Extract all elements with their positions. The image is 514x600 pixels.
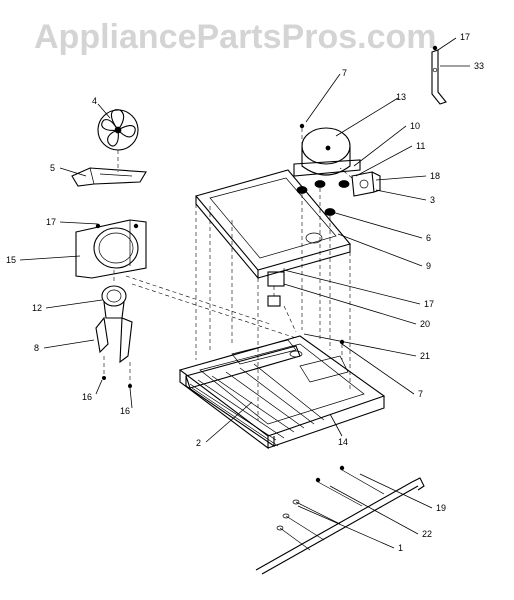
- compressor-grommets: [296, 180, 350, 350]
- callout-17-top: 17: [460, 32, 470, 42]
- callout-6: 6: [426, 233, 431, 243]
- callout-10: 10: [410, 121, 420, 131]
- wire-harness: [255, 465, 425, 575]
- callout-4: 4: [92, 96, 97, 106]
- callout-19: 19: [436, 503, 446, 513]
- callout-16-a: 16: [82, 392, 92, 402]
- callout-11: 11: [416, 141, 425, 151]
- callout-3: 3: [430, 195, 435, 205]
- callout-labels: 17 33 7 13 10 11 18 3 6 9 17 20 21 7 14 …: [6, 32, 484, 553]
- callout-7-low: 7: [418, 389, 423, 399]
- callout-14: 14: [338, 437, 348, 447]
- motor-brackets: [95, 316, 133, 388]
- callout-20: 20: [420, 319, 430, 329]
- callout-17-left: 17: [46, 217, 56, 227]
- callout-33: 33: [474, 61, 484, 71]
- callout-21: 21: [420, 351, 430, 361]
- control-module: [267, 268, 297, 333]
- callout-18: 18: [430, 171, 440, 181]
- condenser-grille: [185, 345, 325, 448]
- leader-lines: [19, 37, 470, 549]
- fan-shroud: [75, 219, 147, 279]
- relay-overload: [339, 167, 381, 197]
- watermark-text: AppliancePartsPros.com: [34, 18, 436, 56]
- callout-2: 2: [196, 438, 201, 448]
- callout-9: 9: [426, 261, 431, 271]
- callout-12: 12: [32, 303, 42, 313]
- callout-8: 8: [34, 343, 39, 353]
- callout-13: 13: [396, 92, 406, 102]
- compressor: [293, 123, 361, 177]
- callout-7-top: 7: [342, 68, 347, 78]
- callout-16-b: 16: [120, 406, 130, 416]
- fan-bracket: [71, 167, 147, 187]
- machine-cover: [195, 169, 351, 420]
- alignment-lines: [125, 206, 297, 350]
- callout-15: 15: [6, 255, 16, 265]
- base-pan: [178, 335, 386, 450]
- fan-blade: [97, 109, 139, 172]
- callout-1: 1: [398, 543, 403, 553]
- callout-5: 5: [50, 163, 55, 173]
- callout-22: 22: [422, 529, 432, 539]
- callout-17-mid: 17: [424, 299, 434, 309]
- fan-motor: [101, 270, 127, 319]
